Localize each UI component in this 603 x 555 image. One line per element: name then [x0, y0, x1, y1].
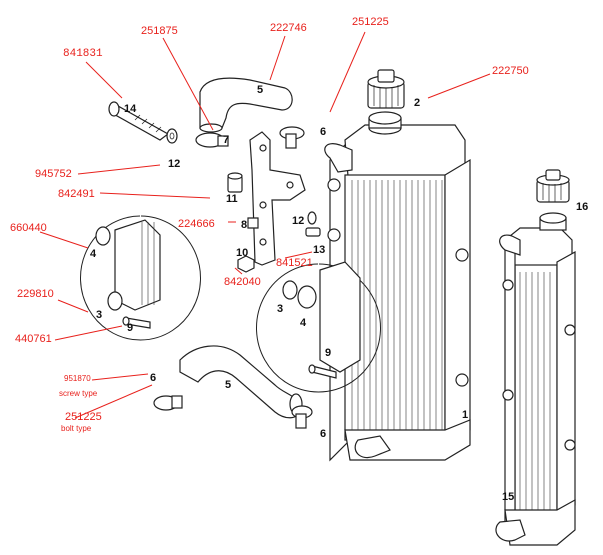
item-index-6-right: 6 — [320, 428, 326, 440]
part-number-251225-top: 251225 — [352, 16, 389, 28]
item-index-3-right: 3 — [277, 303, 283, 315]
washer-12-right — [307, 211, 317, 225]
leader-lines — [39, 31, 491, 419]
item-index-12-right: 12 — [292, 215, 304, 227]
part-number-251225-bottom: 251225 — [65, 411, 102, 423]
mounting-bracket — [249, 131, 306, 266]
item-index-9-left: 9 — [127, 322, 133, 334]
item-index-4-left: 4 — [90, 248, 97, 260]
washer-12-upper — [166, 128, 178, 144]
part-number-660440: 660440 — [10, 222, 47, 234]
main-radiator — [324, 111, 471, 462]
clamp-6-upper — [279, 126, 305, 149]
radiator-cap-16 — [536, 169, 570, 203]
item-index-9-right: 9 — [325, 347, 331, 359]
item-index-1: 1 — [462, 409, 468, 421]
item-index-14: 14 — [124, 103, 137, 115]
item-index-8: 8 — [241, 219, 247, 231]
clamp-6-right — [291, 405, 313, 429]
clamp-7 — [195, 132, 229, 148]
item-index-labels: 1 2 3 3 4 4 5 5 6 6 6 7 8 9 9 10 11 12 1… — [90, 84, 588, 503]
item-index-10: 10 — [236, 247, 248, 259]
lower-hose — [179, 345, 303, 419]
part-number-841831: 841831 — [63, 48, 103, 60]
detail-callout-right — [256, 261, 381, 393]
part-number-951870: 951870 — [64, 374, 91, 383]
note-bolt-type: bolt type — [61, 424, 92, 433]
part-number-841521: 841521 — [276, 257, 313, 269]
item-index-6-upper: 6 — [320, 126, 326, 138]
item-index-12-upper: 12 — [168, 158, 180, 170]
item-index-2: 2 — [414, 97, 420, 109]
clip-8 — [247, 217, 259, 229]
part-number-222750: 222750 — [492, 65, 529, 77]
part-number-945752: 945752 — [35, 168, 72, 180]
part-number-842040: 842040 — [224, 276, 261, 288]
item-index-3-left: 3 — [96, 309, 102, 321]
secondary-radiator-fins — [519, 272, 551, 510]
item-index-13: 13 — [313, 244, 325, 256]
bolt-13 — [305, 227, 321, 237]
detail-callout-left — [80, 215, 201, 341]
part-number-251875: 251875 — [141, 25, 178, 37]
item-index-16: 16 — [576, 201, 588, 213]
nut-10 — [237, 255, 255, 273]
item-index-7: 7 — [223, 134, 229, 146]
radiator-cap-2 — [367, 69, 405, 109]
item-index-4-right: 4 — [300, 317, 307, 329]
part-number-842491: 842491 — [58, 188, 95, 200]
item-index-15: 15 — [502, 491, 514, 503]
upper-hose — [199, 77, 293, 133]
item-index-5-lower: 5 — [225, 379, 231, 391]
clamp-6-left — [153, 395, 183, 411]
part-number-440761: 440761 — [15, 333, 52, 345]
part-number-224666: 224666 — [178, 218, 215, 230]
spacer-11 — [227, 172, 243, 193]
part-number-222746: 222746 — [270, 22, 307, 34]
item-index-11: 11 — [226, 193, 238, 205]
item-index-5-upper: 5 — [257, 84, 263, 96]
part-number-labels: 841831 251875 222746 251225 222750 94575… — [10, 16, 529, 433]
bolt-14 — [108, 101, 170, 141]
part-number-229810: 229810 — [17, 288, 54, 300]
note-screw-type: screw type — [59, 389, 98, 398]
item-index-6-left: 6 — [150, 372, 156, 384]
secondary-radiator — [495, 212, 576, 546]
